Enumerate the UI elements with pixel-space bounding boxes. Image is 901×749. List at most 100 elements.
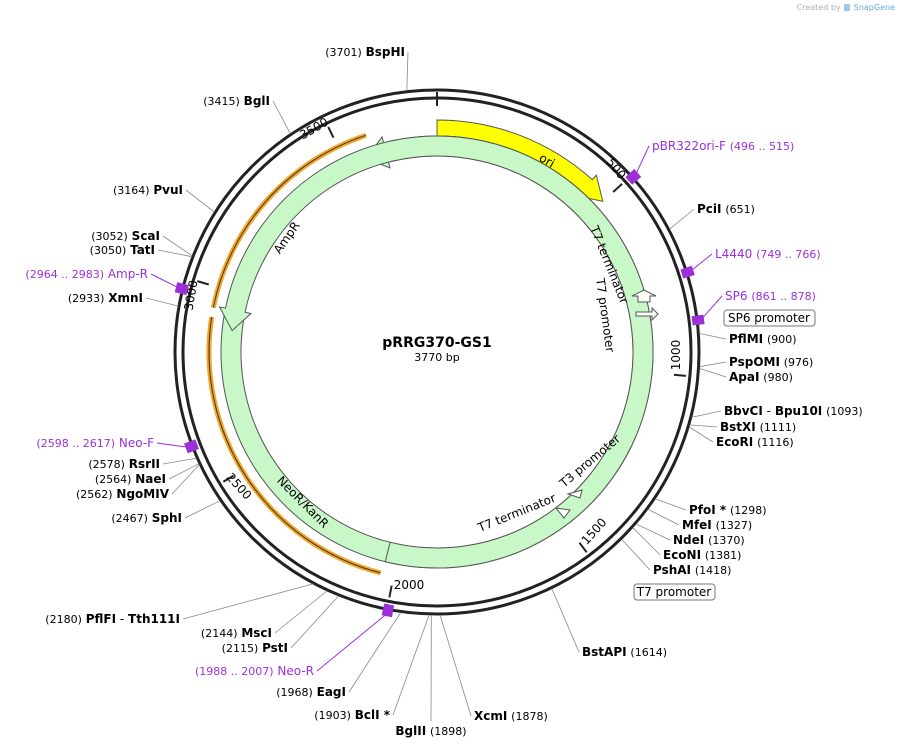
enzyme-pos-bcli: (1903) [314, 709, 351, 722]
tick-mark-2000 [388, 585, 393, 598]
leader-naei [168, 463, 200, 480]
enzyme-name-xmni: XmnI [108, 291, 143, 305]
primer-range-pbr322ori-f: (496 .. 515) [730, 140, 795, 153]
leader-pfoi [655, 498, 687, 511]
enzyme-tati: (3050) TatI [90, 243, 155, 257]
enzyme-name-pcii: PciI [697, 202, 722, 216]
enzyme-pspomi: PspOMI (976) [729, 355, 813, 369]
enzyme-pos-bbvci: (1093) [826, 405, 863, 418]
primer-bar-l4440 [680, 265, 695, 279]
enzyme-bglii: BglII (1898) [395, 724, 466, 738]
primer-neo-f: (2598 .. 2617) Neo-F [36, 436, 199, 454]
enzyme-name-econi: EcoNI [663, 548, 701, 562]
enzyme-label-pshai: PshAI (1418) [653, 563, 731, 577]
leader-tati [157, 249, 192, 258]
primer-bar-neo-f [184, 439, 199, 454]
enzyme-naei: (2564) NaeI [95, 472, 166, 486]
enzyme-label-naei: (2564) NaeI [95, 472, 166, 486]
enzyme-pos-xcmi: (1878) [511, 710, 548, 723]
boxed-label-sp6-promoter: SP6 promoter [723, 309, 816, 327]
enzyme-econi: EcoNI (1381) [663, 548, 741, 562]
enzyme-xcmi: XcmI (1878) [474, 709, 548, 723]
tick-mark-500 [612, 183, 623, 193]
snapgene-icon [844, 4, 851, 11]
primer-bar-amp-r [174, 282, 189, 296]
primer-leader-amp-r [150, 273, 180, 289]
enzyme-label-bglii: BglII (1898) [395, 724, 466, 738]
leader-pvui [185, 189, 215, 213]
leader-pspomi [699, 361, 727, 368]
enzyme-label-pspomi: PspOMI (976) [729, 355, 813, 369]
enzyme-apai: ApaI (980) [729, 370, 793, 384]
enzyme-pos-ngomiv: (2562) [76, 488, 113, 501]
enzyme-pos-psti: (2115) [222, 642, 259, 655]
enzyme-pflmi: PflMI (900) [729, 332, 797, 346]
primer-range-amp-r: (2964 .. 2983) [25, 268, 104, 281]
enzyme-name-naei: NaeI [135, 472, 166, 486]
primer-name-l4440: L4440 [715, 247, 752, 261]
leader-xcmi [439, 614, 472, 717]
tick-mark-3000 [196, 280, 210, 286]
tick-label-500: 500 [604, 155, 629, 182]
primer-label-l4440: L4440 (749 .. 766) [715, 247, 821, 261]
primer-leader-l4440 [690, 253, 713, 272]
enzyme-pvui: (3164) PvuI [113, 183, 183, 197]
leader-rsrii [162, 457, 197, 465]
enzyme-pcii: PciI (651) [697, 202, 755, 216]
enzyme-pflfi: (2180) PflFI - Tth111I [45, 612, 180, 626]
leader-psti [290, 595, 339, 649]
leader-pflmi [699, 332, 727, 340]
enzyme-label-tati: (3050) TatI [90, 243, 155, 257]
enzyme-pos-bstapi: (1614) [630, 646, 667, 659]
enzyme-label-ngomiv: (2562) NgoMIV [76, 487, 170, 501]
primer-label-pbr322ori-f: pBR322ori-F (496 .. 515) [652, 139, 794, 153]
promoter-glyph-top [631, 289, 659, 322]
primer-bar-pbr322ori-f [625, 169, 642, 185]
primer-name-pbr322ori-f: pBR322ori-F [652, 139, 726, 153]
credit-prefix: Created by [796, 3, 841, 12]
primer-range-l4440: (749 .. 766) [756, 248, 821, 261]
enzyme-label-psti: (2115) PstI [222, 641, 288, 655]
enzyme-pfoi: PfoI * (1298) [689, 503, 767, 517]
enzyme-name-pfoi: PfoI * [689, 503, 727, 517]
site-labels: (3701) BspHI(3415) BglI(3164) PvuI(3052)… [25, 45, 862, 738]
enzyme-label-scai: (3052) ScaI [91, 229, 160, 243]
leader-sphi [184, 500, 221, 519]
plasmid-name: pRRG370-GS1 [382, 335, 491, 351]
primer-label-neo-f: (2598 .. 2617) Neo-F [36, 436, 154, 450]
enzyme-pos-pfoi: (1298) [730, 504, 767, 517]
enzyme-bstapi: BstAPI (1614) [582, 645, 667, 659]
enzyme-pos-mfei: (1327) [716, 519, 753, 532]
enzyme-name-bbvci: BbvCI [724, 404, 763, 418]
enzyme-name-bsphi: BspHI [366, 45, 405, 59]
enzyme-pos-apai: (980) [763, 371, 793, 384]
enzyme-name-ngomiv: NgoMIV [116, 487, 169, 501]
primer-bar-neo-r [381, 603, 395, 618]
enzyme-pos-xmni: (2933) [68, 292, 105, 305]
enzyme-pos-pcii: (651) [725, 203, 755, 216]
primer-leader-neo-r [316, 612, 388, 672]
enzyme-label-sphi: (2467) SphI [111, 511, 182, 525]
primer-sp6: SP6 (861 .. 878) [691, 289, 816, 326]
enzyme-pos-sphi: (2467) [111, 512, 148, 525]
leader-xmni [145, 297, 179, 307]
enzyme-label-rsrii: (2578) RsrII [88, 457, 160, 471]
enzyme-name-tati: TatI [130, 243, 155, 257]
enzyme-name-psti: PstI [262, 641, 288, 655]
enzyme-label-bgli: (3415) BglI [203, 94, 270, 108]
enzyme-name-pshai: PshAI [653, 563, 691, 577]
enzyme-pos-pflfi: (2180) [45, 613, 82, 626]
leader-scai [162, 235, 193, 257]
enzyme-pos-pshai: (1418) [695, 564, 732, 577]
enzyme-label-bstapi: BstAPI (1614) [582, 645, 667, 659]
enzyme-bcli: (1903) BclI * [314, 708, 390, 722]
enzyme-name-sphi: SphI [152, 511, 182, 525]
enzyme-pos-ndei: (1370) [708, 534, 745, 547]
leader-msci [274, 590, 328, 634]
enzyme-name-eagi: EagI [317, 685, 346, 699]
enzyme-eagi: (1968) EagI [276, 685, 346, 699]
primer-name-sp6: SP6 [725, 289, 748, 303]
tick-label-1000: 1000 [669, 340, 683, 371]
enzyme-bbvci: BbvCI - Bpu10I (1093) [724, 404, 863, 418]
enzyme-label-ndei: NdeI (1370) [673, 533, 745, 547]
